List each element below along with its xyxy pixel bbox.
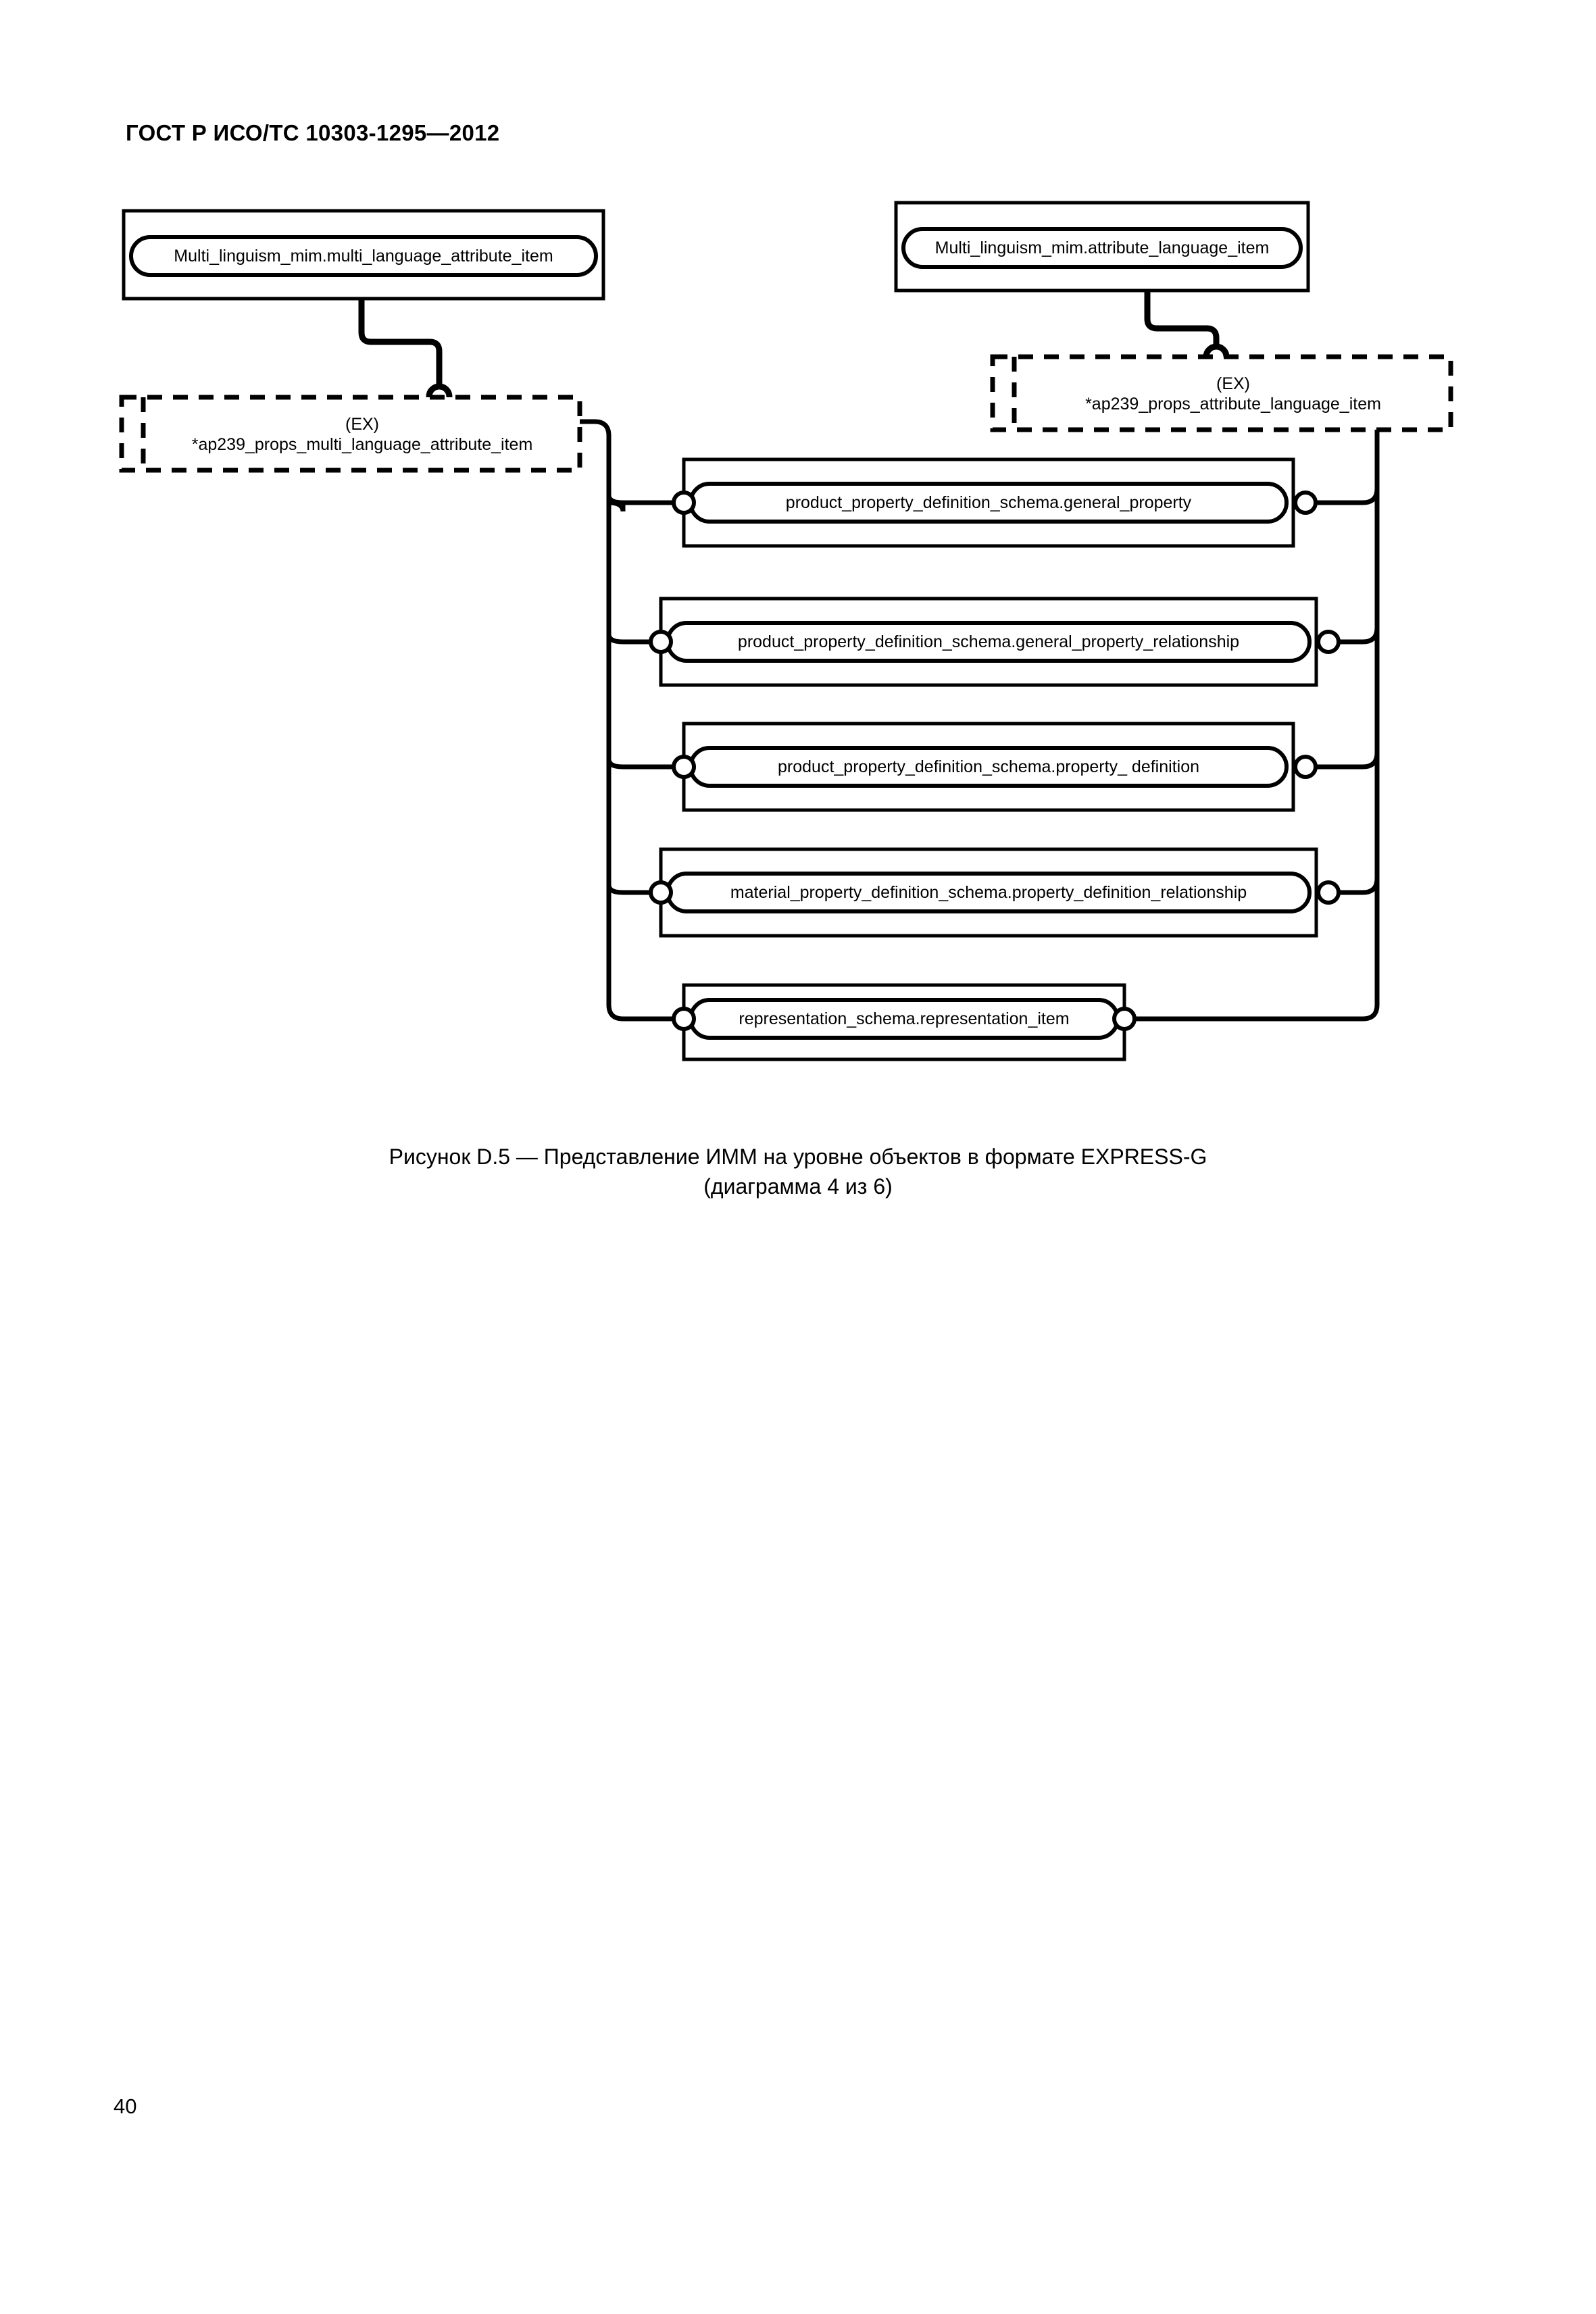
connector-topright-to-ex-right	[1144, 291, 1220, 346]
entity-box-4-rounded	[666, 872, 1312, 913]
entity-box-2-right-circle	[1316, 630, 1341, 654]
entity-box-4-left-circle	[649, 880, 673, 905]
figure-caption-line-1: Рисунок D.5 — Представление ИММ на уровн…	[389, 1145, 1207, 1169]
entity-box-1-right-circle	[1293, 491, 1318, 515]
branch-right-2	[1328, 627, 1380, 645]
branch-left-2	[606, 634, 661, 645]
ex-box-right-outer	[990, 354, 1453, 432]
entity-box-3-right-circle	[1293, 755, 1318, 779]
figure-caption-line-2: (диаграмма 4 из 6)	[703, 1174, 893, 1199]
branch-right-1	[1305, 488, 1380, 505]
entity-box-5-right-circle	[1112, 1007, 1137, 1031]
branch-left-4	[606, 884, 661, 895]
connector-topleft-to-ex-left	[358, 299, 443, 386]
diagram-canvas	[119, 201, 1453, 1061]
entity-box-4-right-circle	[1316, 880, 1341, 905]
branch-left-3	[606, 759, 684, 770]
trunk-right-spine	[1124, 430, 1380, 1022]
entity-box-1-rounded	[689, 482, 1289, 524]
figure-caption: Рисунок D.5 — Представление ИММ на уровн…	[126, 1142, 1470, 1201]
entity-box-1-left-circle	[672, 491, 696, 515]
entity-box-5-left-circle	[672, 1007, 696, 1031]
trunk-left-spine	[580, 419, 684, 1022]
express-g-diagram: Multi_linguism_mim.multi_language_attrib…	[0, 0, 1596, 1135]
page-number: 40	[114, 2094, 137, 2118]
entity-box-3-left-circle	[672, 755, 696, 779]
ex-box-left-outer	[119, 395, 582, 473]
branch-right-4	[1328, 878, 1380, 895]
entity-box-2-rounded	[666, 621, 1312, 663]
branch-right-3	[1305, 752, 1380, 770]
schema-box-top-left-rounded	[129, 235, 598, 277]
schema-box-top-right-rounded	[901, 227, 1303, 269]
entity-box-3-rounded	[689, 746, 1289, 788]
entity-box-2-left-circle	[649, 630, 673, 654]
branch-left-1b	[606, 495, 684, 505]
document-header: ГОСТ Р ИСО/ТС 10303-1295—2012	[126, 120, 500, 145]
entity-box-5-rounded	[689, 998, 1120, 1040]
